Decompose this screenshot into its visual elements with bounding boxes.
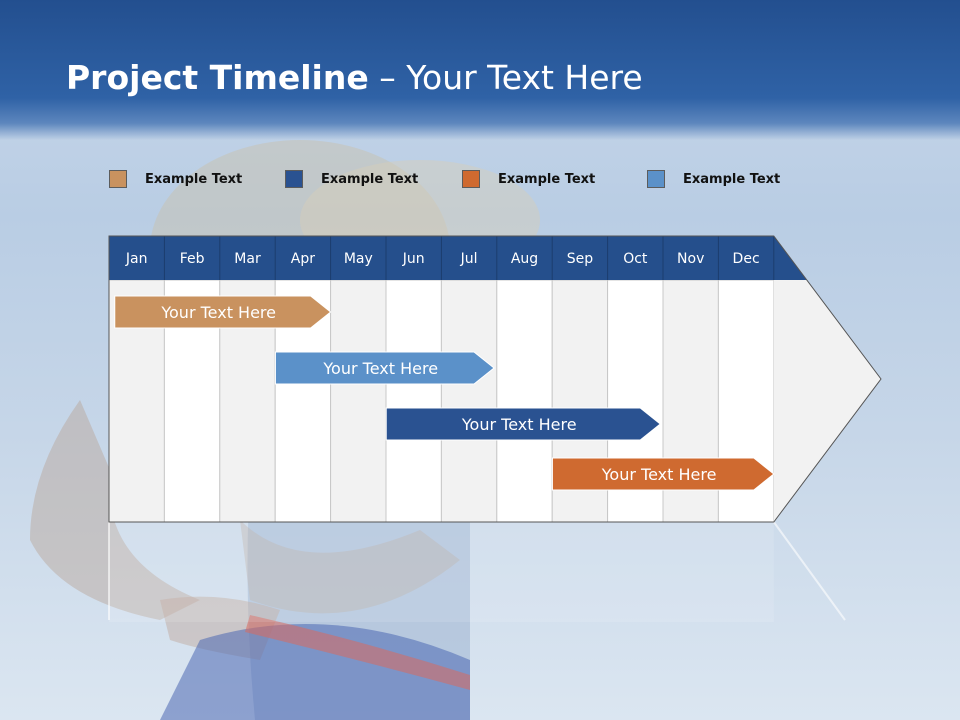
- month-label-aug: Aug: [511, 251, 538, 267]
- legend-item-2: Example Text: [285, 170, 418, 188]
- slide-title: Project Timeline – Your Text Here: [66, 58, 643, 97]
- task-bar-3: [385, 407, 662, 441]
- task-label-4: Your Text Here: [601, 465, 717, 484]
- legend-item-3: Example Text: [462, 170, 595, 188]
- legend-label: Example Text: [145, 171, 243, 187]
- arrow-head-body: [773, 280, 881, 522]
- month-column: [385, 279, 442, 523]
- month-label-dec: Dec: [733, 251, 760, 267]
- legend-swatch: [109, 170, 127, 188]
- month-column: [440, 279, 498, 523]
- task-label-1: Your Text Here: [160, 303, 276, 322]
- legend-item-1: Example Text: [109, 170, 242, 188]
- legend-label: Example Text: [683, 171, 781, 187]
- header-band: [109, 236, 807, 280]
- legend-swatch: [462, 170, 480, 188]
- month-label-sep: Sep: [567, 251, 594, 267]
- month-label-jul: Jul: [460, 251, 478, 267]
- legend-swatch: [647, 170, 665, 188]
- task-bar-2: [274, 351, 495, 385]
- month-label-feb: Feb: [180, 251, 205, 267]
- month-label-mar: Mar: [234, 251, 261, 267]
- reflection-line: [772, 521, 846, 621]
- month-label-nov: Nov: [677, 251, 704, 267]
- month-label-jun: Jun: [402, 251, 425, 267]
- task-label-3: Your Text Here: [461, 415, 577, 434]
- title-bold: Project Timeline: [66, 58, 369, 97]
- task-label-2: Your Text Here: [322, 359, 438, 378]
- title-rest: – Your Text Here: [368, 58, 643, 97]
- title-band: [0, 0, 960, 140]
- month-column: [496, 279, 553, 523]
- legend: Example Text Example Text Example Text E…: [0, 170, 960, 194]
- legend-swatch: [285, 170, 303, 188]
- month-label-jan: Jan: [125, 251, 148, 267]
- legend-item-4: Example Text: [647, 170, 780, 188]
- month-column: [330, 279, 387, 523]
- task-bar-4: [551, 457, 775, 491]
- legend-label: Example Text: [498, 171, 596, 187]
- month-label-oct: Oct: [623, 251, 648, 267]
- timeline-border: [108, 235, 882, 523]
- timeline-outline: [108, 235, 882, 523]
- reflection-fade: [109, 522, 774, 622]
- month-label-may: May: [344, 251, 373, 267]
- timeline-reflection: [108, 521, 846, 622]
- month-header: Jan Feb Mar Apr May Jun Jul Aug Sep Oct Nov Dec: [109, 236, 807, 280]
- task-bar-1: [114, 295, 332, 329]
- month-label-apr: Apr: [291, 251, 315, 267]
- legend-label: Example Text: [321, 171, 419, 187]
